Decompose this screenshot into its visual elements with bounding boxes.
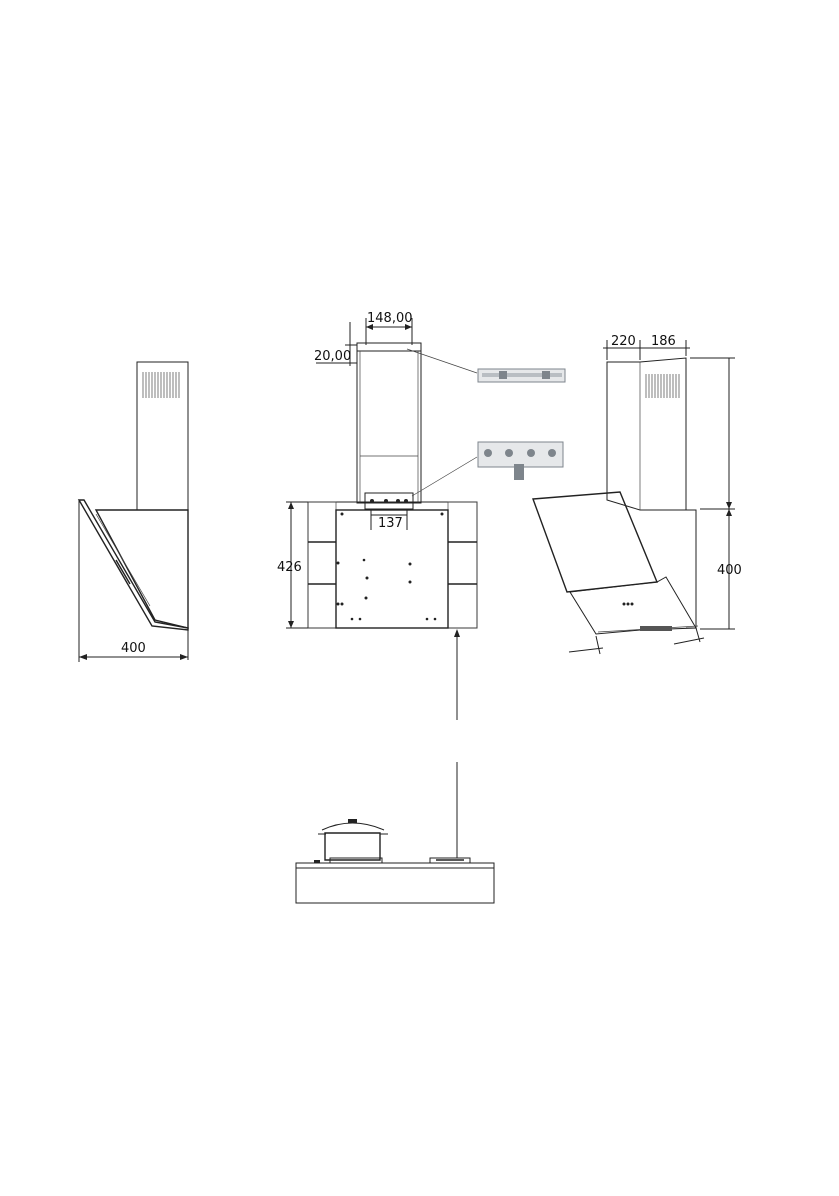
side-glass-panel xyxy=(79,500,188,630)
persp-chimney xyxy=(607,358,686,510)
persp-hood-lower xyxy=(570,577,696,634)
bracket-width-label: 137 xyxy=(378,516,403,531)
front-chimney xyxy=(357,351,421,503)
front-view: 148,00 20,00 137 xyxy=(277,311,477,858)
cooktop-counter xyxy=(296,863,494,903)
side-chimney xyxy=(137,362,188,510)
persp-height-label: 400 xyxy=(717,563,742,578)
cooktop-view xyxy=(296,819,494,903)
persp-b-label: 186 xyxy=(651,334,676,349)
side-hood-body xyxy=(96,510,188,628)
hood-height-label: 426 xyxy=(277,560,302,575)
persp-a-label: 220 xyxy=(611,334,636,349)
top-offset-label: 20,00 xyxy=(314,349,351,364)
wall-bracket-part xyxy=(478,369,565,382)
top-width-label: 148,00 xyxy=(367,311,413,326)
side-depth-label: 400 xyxy=(121,641,146,656)
side-view: 400 xyxy=(79,362,188,662)
persp-glass-panel xyxy=(533,492,657,592)
cooking-pot xyxy=(325,833,380,860)
hood-bracket-part xyxy=(478,442,563,480)
side-chimney-vents xyxy=(143,372,179,398)
